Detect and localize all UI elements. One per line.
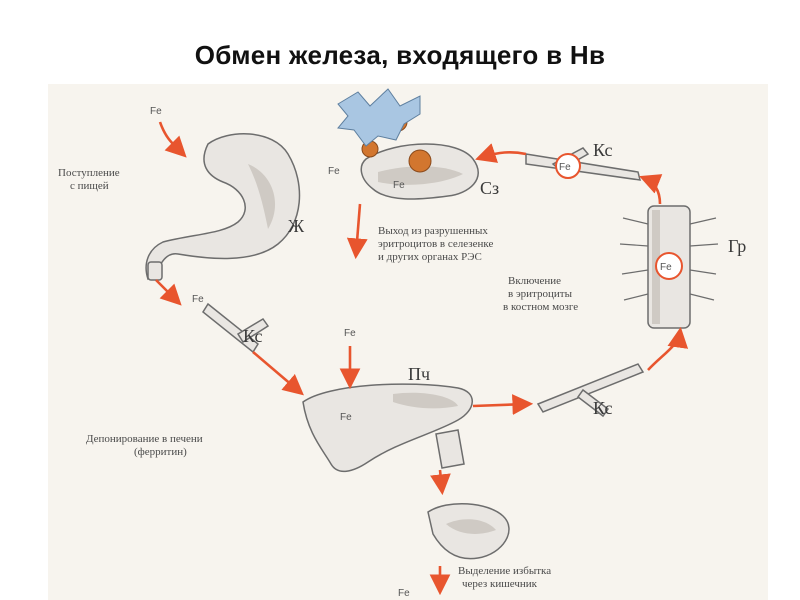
vessel-right [538,364,643,416]
fe-stomach-out-label: Fe [192,294,204,305]
reticuloendothelial-cell [338,89,420,146]
iron-metabolism-diagram: Ж Сз Гр Кс Кс Кс Пч [48,84,768,600]
fe-spleen-label: Fe [328,166,340,177]
caption-inclusion-3: в костном мозге [503,301,578,313]
spleen-label: Сз [480,178,499,198]
fe-intake-label: Fe [150,106,162,117]
caption-release-1: Выход из разрушенных [378,225,488,237]
fe-spleen-inner-label: Fe [393,180,405,191]
fe-badge-vessel-text: Fe [559,162,571,173]
caption-release-2: эритроцитов в селезенке [378,238,493,250]
fe-excretion-label: Fe [398,588,410,599]
caption-intake-1: Поступление [58,167,120,179]
vessel-upper [526,148,640,180]
caption-deposit-2: (ферритин) [134,446,187,458]
vessel-left-label: Кс [243,326,263,346]
fe-badge-bone-text: Fe [660,262,672,273]
bone-label: Гр [728,236,746,256]
caption-release-3: и других органах РЭС [378,251,482,263]
slide-title: Обмен железа, входящего в Нв [0,40,800,71]
caption-excretion-1: Выделение избытка [458,565,551,577]
intestine-illustration [428,430,509,559]
liver-label: Пч [408,364,430,384]
caption-deposit-1: Депонирование в печени [86,433,203,445]
vessel-right-label: Кс [593,398,613,418]
caption-inclusion-2: в эритроциты [508,288,573,300]
caption-excretion-2: через кишечник [462,578,538,590]
vessel-upper-label: Кс [593,140,613,160]
diagram-canvas: Ж Сз Гр Кс Кс Кс Пч [48,84,768,600]
caption-intake-2: с пищей [70,180,109,192]
fe-liver-label: Fe [340,412,352,423]
stomach-label: Ж [288,216,305,236]
caption-inclusion-1: Включение [508,275,561,287]
stomach-illustration [146,134,299,280]
fe-liver-in-label: Fe [344,328,356,339]
